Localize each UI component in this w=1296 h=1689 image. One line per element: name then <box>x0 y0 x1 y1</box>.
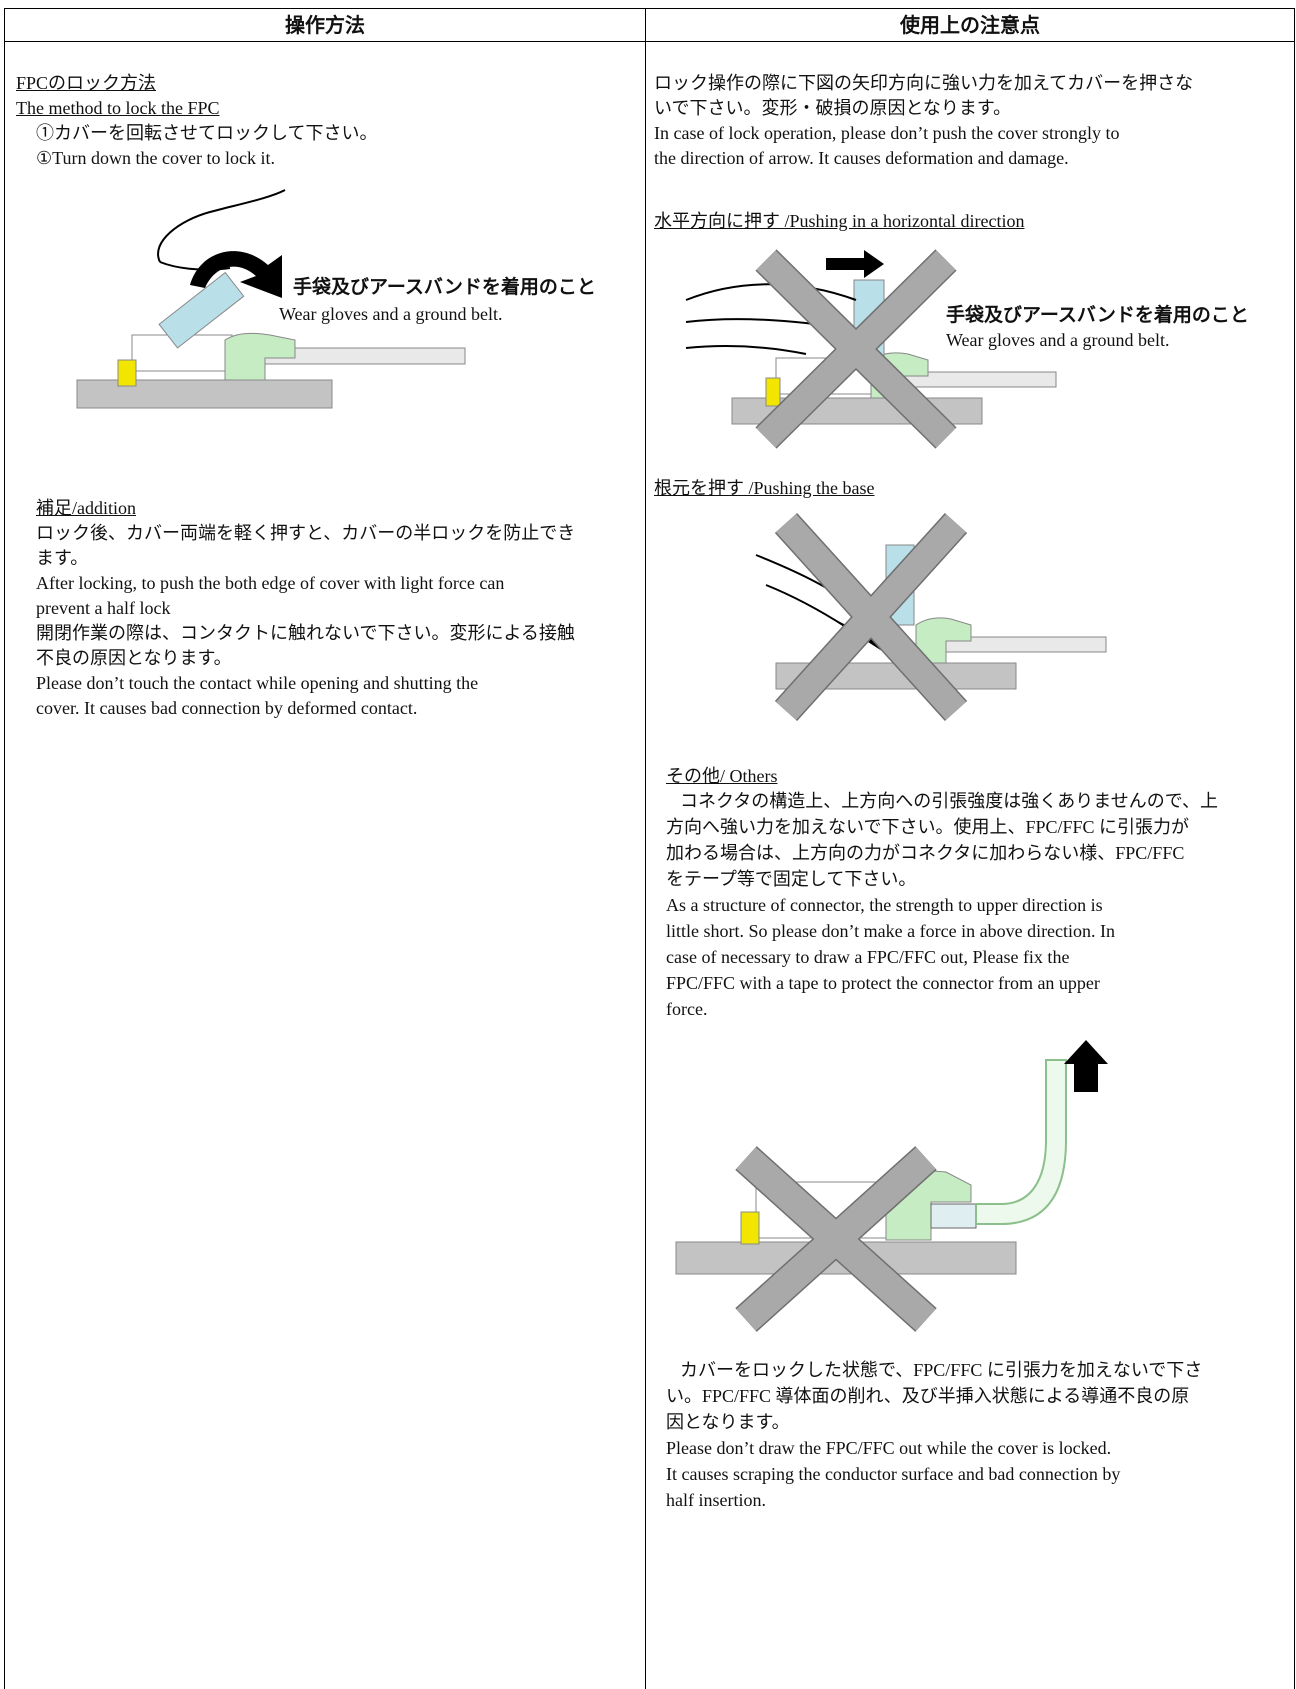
pull-jp-3: 因となります。 <box>666 1412 790 1432</box>
upward-pull-figure <box>675 1040 1108 1332</box>
solder-tab <box>765 377 781 407</box>
table-right-border <box>1294 8 1295 1689</box>
hand-outline <box>157 189 286 263</box>
step1-jp: ①カバーを回転させてロックして下さい。 <box>36 123 378 143</box>
column-divider <box>645 8 646 1689</box>
left-gloves-note-jp: 手袋及びアースバンドを着用のこと <box>293 276 596 298</box>
upward-arrow <box>1064 1040 1108 1092</box>
table-top-border <box>4 8 1294 9</box>
base-push-title: 根元を押す /Pushing the base <box>654 478 875 498</box>
table-left-border <box>4 8 5 1689</box>
horizontal-push-title: 水平方向に押す /Pushing in a horizontal directi… <box>654 211 1025 231</box>
addition-jp-1: ロック後、カバー両端を軽く押すと、カバーの半ロックを防止でき <box>36 523 576 543</box>
fpc-bent-cable <box>975 1059 1067 1225</box>
header-usage-notes: 使用上の注意点 <box>900 13 1040 37</box>
others-jp-2: 方向へ強い力を加えないで下さい。使用上、FPC/FFC に引張力が <box>666 817 1190 837</box>
right-gloves-note-en: Wear gloves and a ground belt. <box>946 330 1170 350</box>
step1-en: ①Turn down the cover to lock it. <box>36 148 275 168</box>
others-en-1: As a structure of connector, the strengt… <box>666 895 1103 915</box>
fpc-insert <box>930 1203 977 1229</box>
pull-jp-2: い。FPC/FFC 導体面の削れ、及び半挿入状態による導通不良の原 <box>666 1386 1190 1406</box>
others-jp-1: コネクタの構造上、上方向への引張強度は強くありませんので、上 <box>680 791 1219 811</box>
header-divider <box>4 41 1294 42</box>
pull-jp-1: カバーをロックした状態で、FPC/FFC に引張力を加えないで下さ <box>680 1360 1203 1380</box>
others-jp-3: 加わる場合は、上方向の力がコネクタに加わらない様、FPC/FFC <box>666 843 1185 863</box>
lock-figure <box>76 189 466 409</box>
intro-en-1: In case of lock operation, please don’t … <box>654 123 1120 143</box>
others-title: その他/ Others <box>666 766 778 786</box>
solder-tab <box>117 359 137 387</box>
horizontal-push-figure <box>685 249 1057 449</box>
others-jp-4: をテープ等で固定して下さい。 <box>666 869 917 889</box>
others-en-2: little short. So please don’t make a for… <box>666 921 1116 941</box>
lock-title-jp: FPCのロック方法 <box>16 73 157 93</box>
left-gloves-note-en: Wear gloves and a ground belt. <box>279 304 503 324</box>
contact-en-1: Please don’t touch the contact while ope… <box>36 673 479 693</box>
pull-en-1: Please don’t draw the FPC/FFC out while … <box>666 1438 1112 1458</box>
addition-jp-2: ます。 <box>36 548 89 568</box>
addition-title: 補足/addition <box>36 498 136 518</box>
rotating-cover <box>158 271 245 349</box>
intro-jp-1: ロック操作の際に下図の矢印方向に強い力を加えてカバーを押さな <box>654 73 1194 93</box>
others-en-5: force. <box>666 999 708 1019</box>
solder-tab <box>740 1211 760 1245</box>
contact-en-2: cover. It causes bad connection by defor… <box>36 698 418 718</box>
intro-jp-2: いで下さい。変形・破損の原因となります。 <box>654 98 1012 118</box>
base-push-figure <box>755 512 1107 722</box>
rotation-arrow <box>190 251 282 298</box>
intro-en-2: the direction of arrow. It causes deform… <box>654 148 1069 168</box>
others-en-4: FPC/FFC with a tape to protect the conne… <box>666 973 1100 993</box>
others-en-3: case of necessary to draw a FPC/FFC out,… <box>666 947 1070 967</box>
header-operation-method: 操作方法 <box>285 13 365 37</box>
latch-part <box>915 617 972 664</box>
right-gloves-note-jp: 手袋及びアースバンドを着用のこと <box>946 304 1249 326</box>
pull-en-3: half insertion. <box>666 1490 766 1510</box>
pull-en-2: It causes scraping the conductor surface… <box>666 1464 1121 1484</box>
push-arrow <box>826 250 884 278</box>
contact-jp-2: 不良の原因となります。 <box>36 648 232 668</box>
pcb-board <box>76 379 333 409</box>
contact-jp-1: 開閉作業の際は、コンタクトに触れないで下さい。変形による接触 <box>36 623 575 643</box>
addition-en-1: After locking, to push the both edge of … <box>36 573 505 593</box>
lock-title-en: The method to lock the FPC <box>16 98 220 118</box>
addition-en-2: prevent a half lock <box>36 598 171 618</box>
latch-part <box>224 332 296 381</box>
